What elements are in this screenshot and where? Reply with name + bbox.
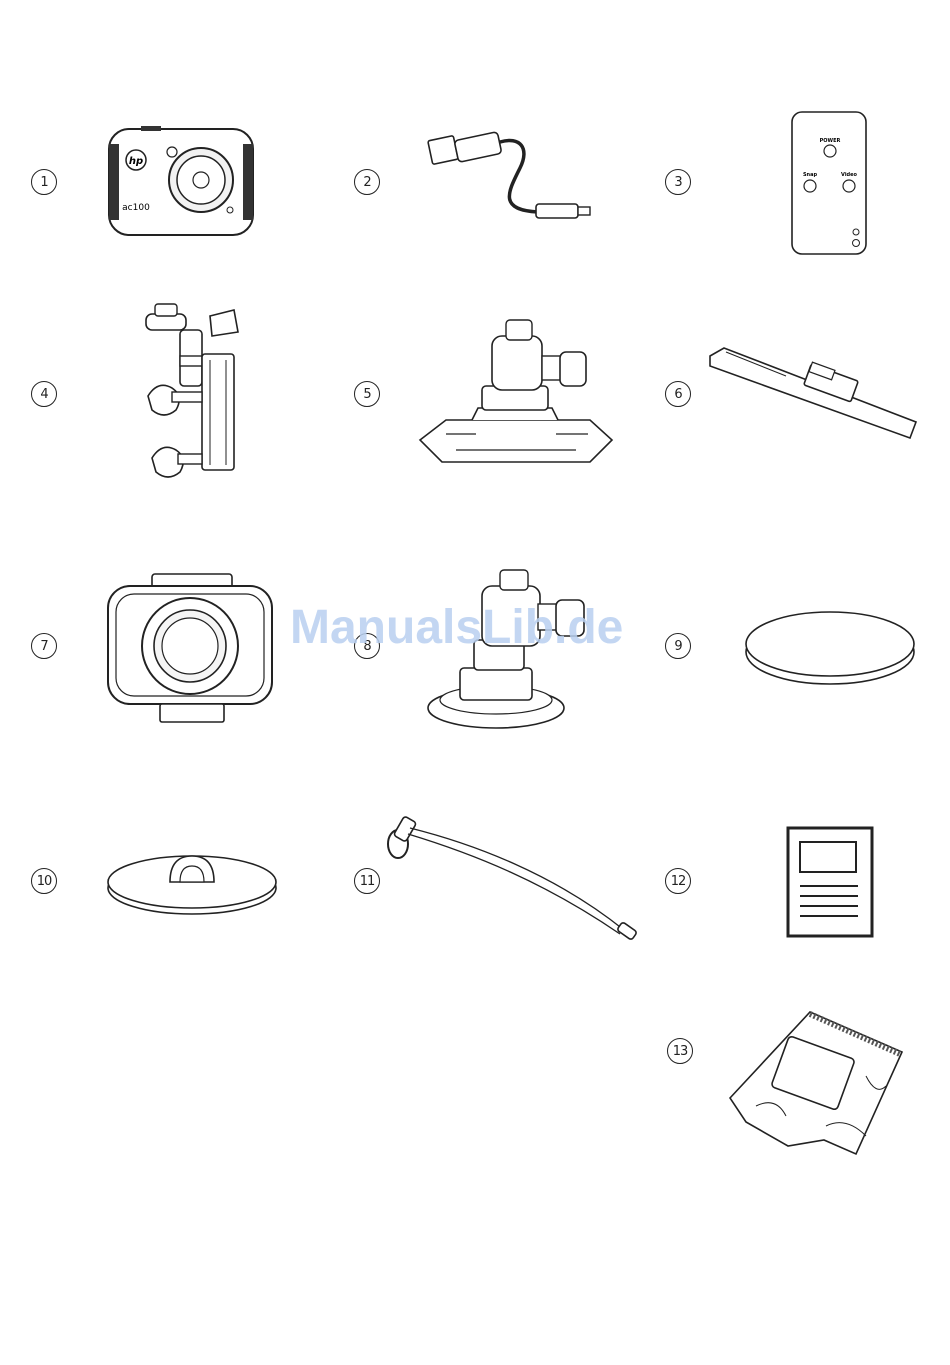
handlebar-mount-icon xyxy=(140,300,250,482)
remote-control-icon: POWER Snap Video xyxy=(790,110,868,256)
item-number-1: 1 xyxy=(31,169,57,195)
lanyard-icon xyxy=(384,814,644,950)
watermark-text: ManualsLib.de xyxy=(290,600,623,655)
snap-label: Snap xyxy=(803,172,818,178)
item-number-12: 12 xyxy=(665,868,691,894)
camera-icon: hp ac100 xyxy=(106,126,256,238)
waterproof-case-icon xyxy=(104,570,276,726)
item-number-2: 2 xyxy=(354,169,380,195)
item-number-11: 11 xyxy=(354,868,380,894)
camera-model: ac100 xyxy=(122,203,150,213)
item-number-4: 4 xyxy=(31,381,57,407)
power-label: POWER xyxy=(820,138,841,144)
item-number-13: 13 xyxy=(667,1038,693,1064)
usb-cable-icon xyxy=(428,130,598,230)
item-number-9: 9 xyxy=(665,633,691,659)
manual-icon xyxy=(786,826,874,938)
video-label: Video xyxy=(841,172,857,178)
bag-icon xyxy=(726,1006,906,1158)
item-number-5: 5 xyxy=(354,381,380,407)
item-number-3: 3 xyxy=(665,169,691,195)
item-number-6: 6 xyxy=(665,381,691,407)
adhesive-pad-icon xyxy=(742,608,918,690)
flat-mount-icon xyxy=(416,316,616,466)
base-plate-icon xyxy=(104,848,280,918)
camera-brand: hp xyxy=(129,156,143,167)
strap-icon xyxy=(706,342,922,442)
item-number-10: 10 xyxy=(31,868,57,894)
item-number-7: 7 xyxy=(31,633,57,659)
